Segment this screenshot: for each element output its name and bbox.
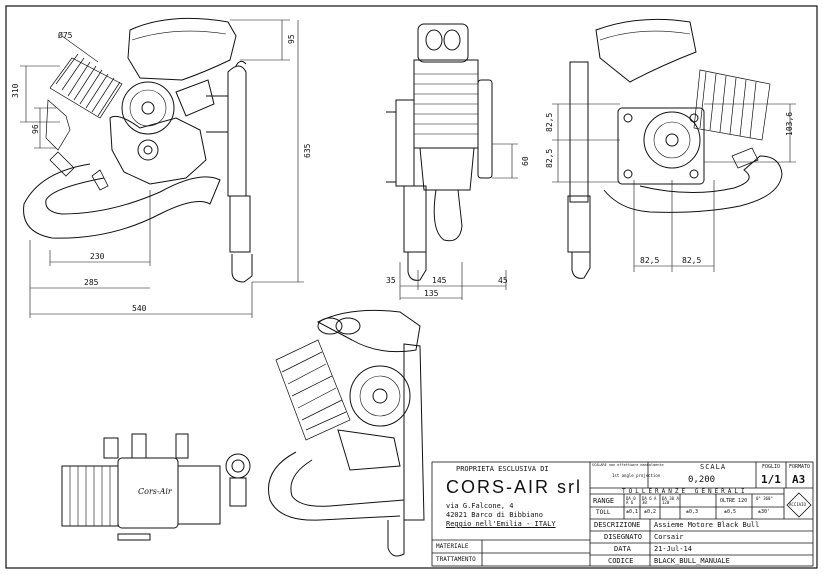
dim-540: 540 [132, 304, 147, 313]
dim-45: 45 [498, 276, 508, 285]
toll-col-5: ±30' [758, 509, 771, 515]
toll-col-4: ±0,5 [724, 509, 737, 515]
formato-label: FORMATO [789, 464, 811, 470]
acciaio-stamp-text: ACCIAIO [789, 502, 806, 507]
side-view-dimension-lines [20, 19, 304, 318]
address-line-2: 42021 Barco di Bibbiano [446, 511, 543, 519]
dim-95: 95 [287, 34, 296, 44]
formato-value: A3 [792, 473, 806, 486]
range-col-1: DA 0 A 6 [626, 496, 636, 505]
dim-635: 635 [303, 143, 312, 158]
projection-note: 1st angle projection [612, 473, 661, 478]
dim-230: 230 [90, 252, 105, 261]
brand-mark: Cors-Air [138, 487, 173, 496]
materiale-label: MATERIALE [436, 543, 469, 550]
front-view-dimension-lines [399, 143, 518, 300]
scala-label: SCALA [700, 463, 727, 471]
trattamento-label: TRATTAMENTO [436, 556, 476, 563]
front-view [386, 23, 493, 281]
ownership-label: PROPRIETA ESCLUSIVA DI [456, 465, 549, 473]
descrizione-label: DESCRIZIONE [594, 521, 641, 529]
dim-diameter: Ø75 [58, 30, 73, 40]
dim-135: 135 [424, 289, 439, 298]
top-view [61, 433, 251, 541]
descrizione-value: Assieme Motore Black Bull [654, 521, 760, 529]
toll-col-3: ±0,3 [686, 509, 699, 515]
dim-310: 310 [11, 83, 20, 98]
acciaio-stamp [786, 492, 812, 518]
range-col-3: DA 30 A 120 [662, 496, 679, 505]
toll-col-1: ±0,1 [626, 509, 639, 515]
rear-view [567, 18, 783, 279]
dim-82-5-lower: 82,5 [545, 149, 554, 168]
range-label: RANGE [593, 497, 615, 505]
toll-label: TOLL [596, 509, 611, 516]
dim-82-5-right: 82,5 [682, 256, 701, 265]
company-name: CORS-AIR srl [446, 477, 582, 497]
foglio-label: FOGLIO [762, 464, 781, 470]
dim-145: 145 [432, 276, 447, 285]
title-block-grid [431, 461, 814, 567]
data-value: 21-Jul-14 [654, 545, 692, 553]
range-col-2: DA 6 A 30 [642, 496, 657, 505]
dim-285: 285 [84, 278, 99, 287]
scale-note: SCALARE non effettuare manualmente [592, 463, 664, 467]
dim-35: 35 [386, 276, 396, 285]
side-view [23, 17, 253, 283]
dim-96: 96 [31, 124, 40, 134]
rear-view-dimension-lines [552, 103, 796, 272]
range-col-4: OLTRE 120 [720, 498, 748, 504]
disegnato-label: DISEGNATO [604, 533, 642, 541]
range-col-5: 0° 360° [756, 496, 773, 501]
disegnato-value: Corsair [654, 533, 684, 541]
toll-col-2: ±0,2 [644, 509, 657, 515]
codice-value: BLACK_BULL_MANUALE [654, 557, 730, 565]
isometric-view [268, 309, 425, 557]
address-line-3: Reggio nell'Emilia - ITALY [446, 520, 556, 528]
tolerances-title: TOLLERANZE GENERALI [622, 488, 748, 495]
data-label: DATA [614, 545, 631, 553]
foglio-value: 1/1 [761, 473, 781, 486]
address-line-1: via G.Falcone, 4 [446, 502, 514, 510]
sheet-border [5, 5, 818, 569]
dim-82-5-upper: 82,5 [545, 113, 554, 132]
dim-103-6: 103,6 [785, 112, 794, 136]
codice-label: CODICE [608, 557, 634, 565]
scala-value: 0,200 [688, 475, 716, 485]
dim-60: 60 [521, 156, 530, 166]
dim-82-5-left: 82,5 [640, 256, 659, 265]
